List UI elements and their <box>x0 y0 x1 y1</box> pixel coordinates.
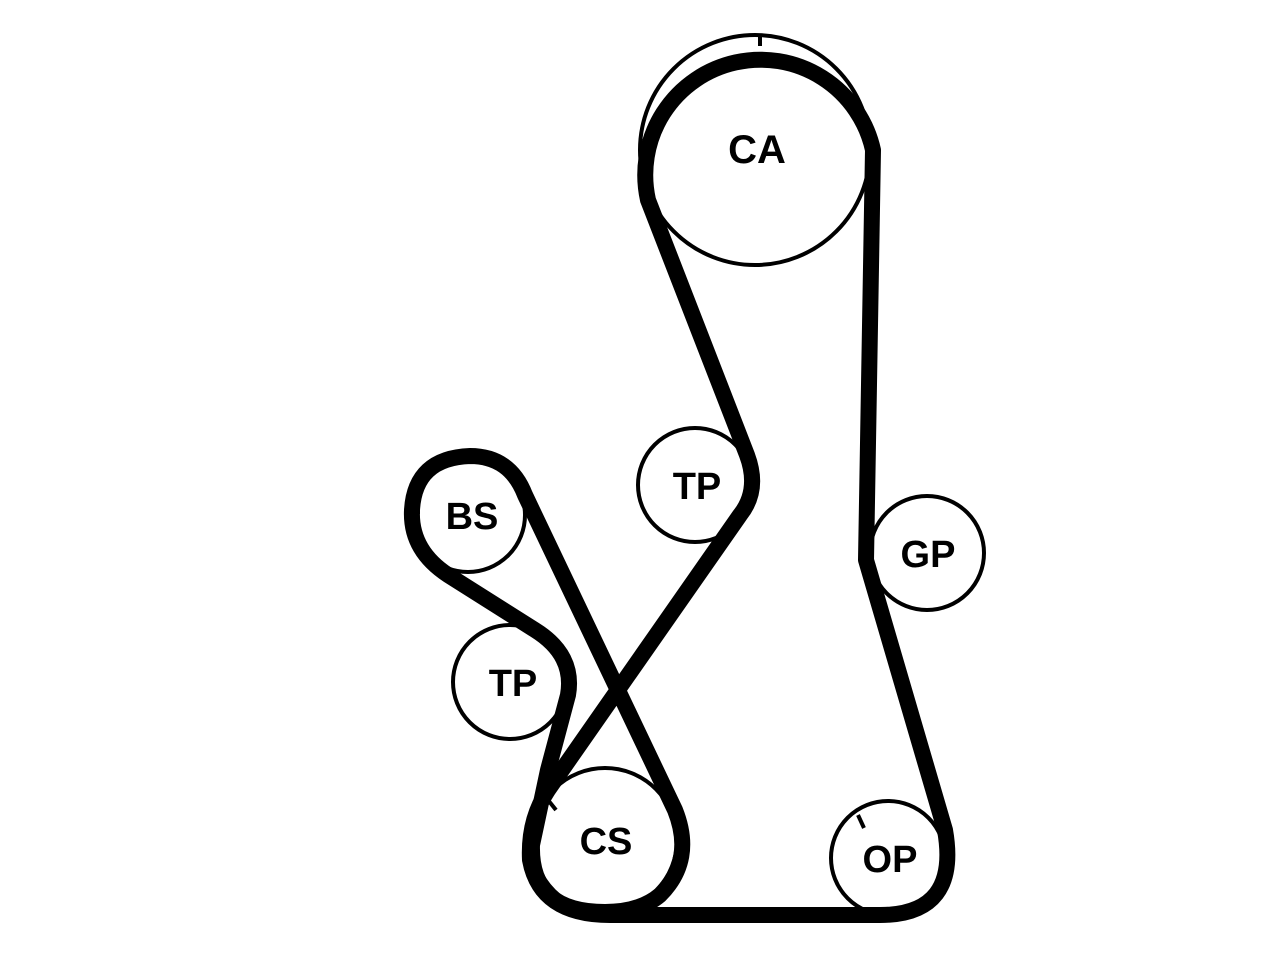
timing-mark-cs <box>546 798 558 812</box>
label-op: OP <box>863 839 918 881</box>
timing-mark-op <box>856 814 866 829</box>
label-tp-upper: TP <box>673 466 722 508</box>
label-gp: GP <box>901 534 956 576</box>
label-ca: CA <box>728 128 786 172</box>
label-cs: CS <box>580 821 633 863</box>
pulleys <box>409 33 986 917</box>
balance-belt <box>403 448 691 920</box>
label-bs: BS <box>446 496 499 538</box>
timing-marks <box>406 34 866 829</box>
pulley-labels: CA TP GP BS TP CS OP <box>446 128 956 881</box>
label-tp-lower: TP <box>489 663 538 705</box>
